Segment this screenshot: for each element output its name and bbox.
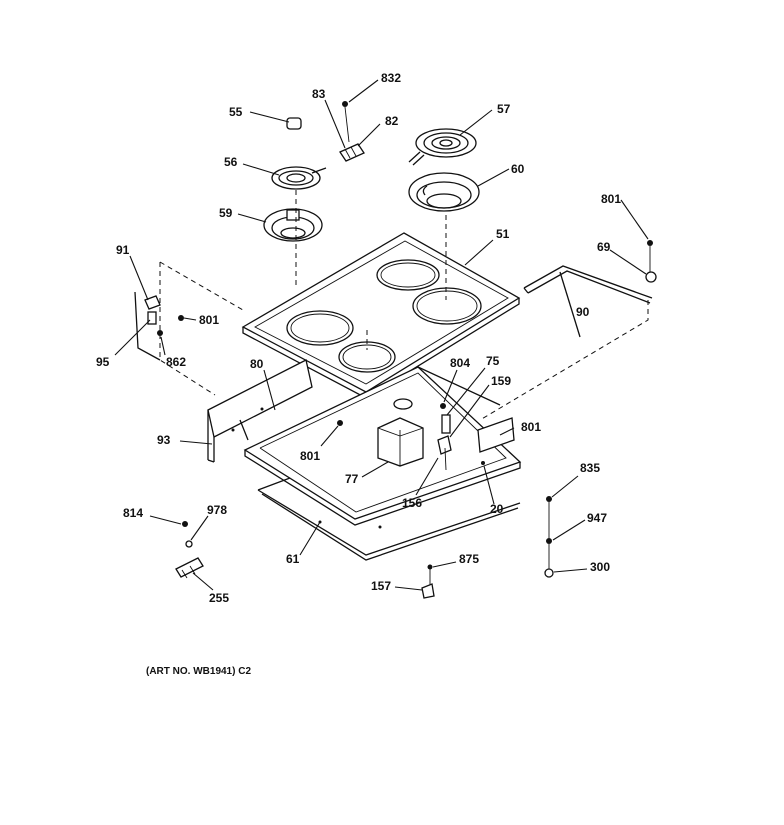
part-label-91: 91	[116, 243, 130, 257]
part-label-801-top: 801	[601, 192, 621, 206]
part-label-82: 82	[385, 114, 399, 128]
bottom-pan	[257, 477, 521, 561]
part-label-804: 804	[450, 356, 470, 370]
part-label-157: 157	[371, 579, 391, 593]
part-label-55: 55	[229, 105, 243, 119]
hidden-lines	[159, 190, 649, 421]
leader-lines	[114, 79, 649, 591]
small-drip-pan	[263, 208, 323, 242]
small-surface-unit	[271, 166, 327, 190]
part-label-95: 95	[96, 355, 110, 369]
part-label-801-left: 801	[199, 313, 219, 327]
part-label-835: 835	[580, 461, 600, 475]
part-label-20: 20	[490, 502, 504, 516]
knob-part	[286, 117, 302, 130]
part-label-159: 159	[491, 374, 511, 388]
part-label-862: 862	[166, 355, 186, 369]
part-label-75: 75	[486, 354, 500, 368]
part-labels: 55 83 832 82 57 56 60 59 801 69 51 91 90…	[96, 71, 621, 605]
part-label-51: 51	[496, 227, 510, 241]
terminal-block	[339, 101, 365, 162]
part-label-947: 947	[587, 511, 607, 525]
part-label-978: 978	[207, 503, 227, 517]
part-label-59: 59	[219, 206, 233, 220]
terminal-parts	[337, 403, 515, 471]
screw-parts	[175, 496, 554, 599]
part-label-83: 83	[312, 87, 326, 101]
large-surface-unit	[408, 128, 477, 166]
front-bracket	[207, 359, 313, 463]
part-label-93: 93	[157, 433, 171, 447]
part-label-300: 300	[590, 560, 610, 574]
part-label-255: 255	[209, 591, 229, 605]
cooktop-main-top	[241, 232, 521, 399]
large-drip-pan	[408, 172, 480, 212]
art-number-label: (ART NO. WB1941) C2	[146, 666, 251, 677]
part-label-77: 77	[345, 472, 359, 486]
part-label-814: 814	[123, 506, 143, 520]
infinite-switch	[377, 398, 424, 467]
part-label-57: 57	[497, 102, 511, 116]
hinge-rod-assembly	[523, 240, 657, 338]
part-label-69: 69	[597, 240, 611, 254]
part-label-875: 875	[459, 552, 479, 566]
part-label-90: 90	[576, 305, 590, 319]
part-label-832: 832	[381, 71, 401, 85]
left-bracket	[134, 291, 184, 361]
part-label-56: 56	[224, 155, 238, 169]
part-label-61: 61	[286, 552, 300, 566]
part-label-801-right: 801	[521, 420, 541, 434]
part-label-60: 60	[511, 162, 525, 176]
part-label-801-mid: 801	[300, 449, 320, 463]
part-label-80: 80	[250, 357, 264, 371]
part-label-156: 156	[402, 496, 422, 510]
